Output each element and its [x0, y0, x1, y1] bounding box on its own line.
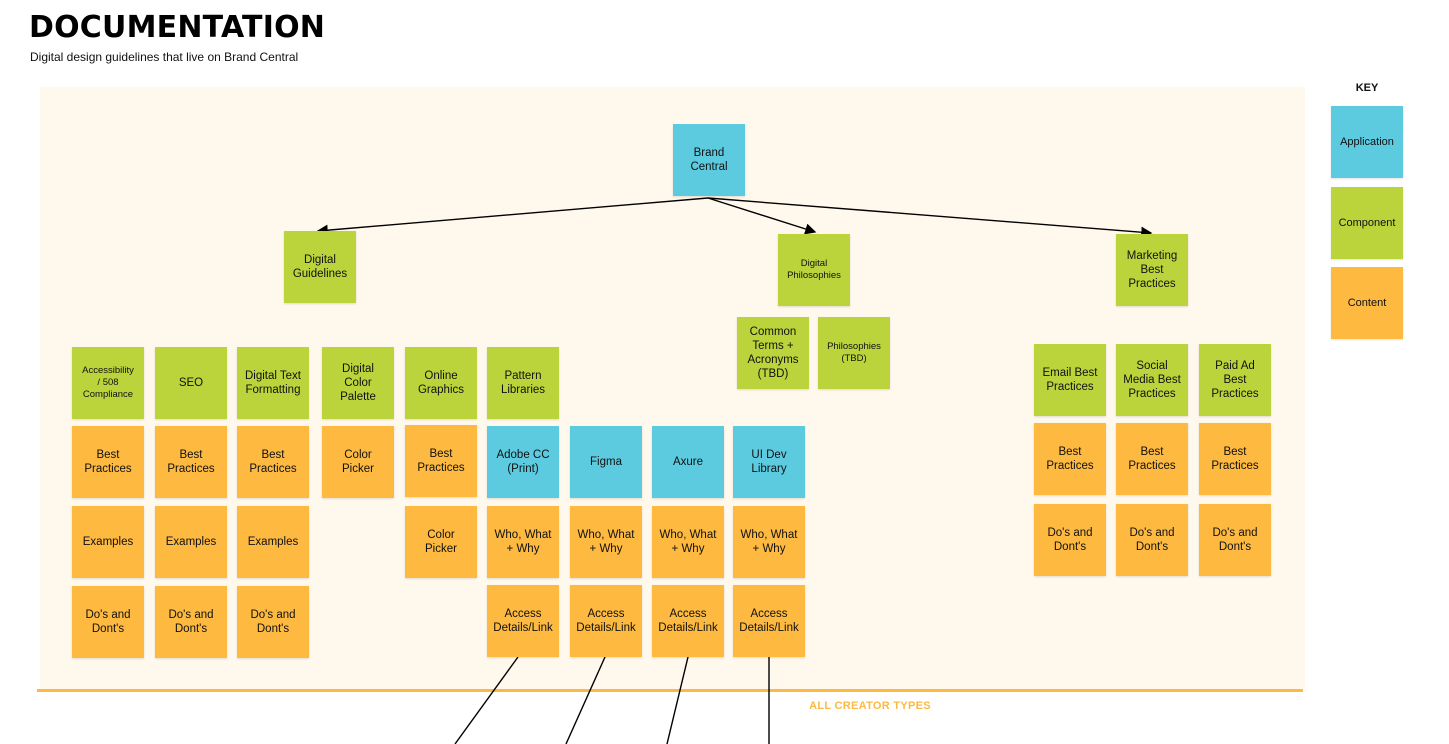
sticky-adobe-cc: Adobe CC(Print) — [487, 426, 559, 498]
sticky-seo: SEO — [155, 347, 227, 419]
sticky-seo-examples: Examples — [155, 506, 227, 578]
creator-types-label: ALL CREATOR TYPES — [809, 700, 931, 712]
sticky-philosophies-tbd: Philosophies(TBD) — [818, 317, 890, 389]
sticky-text-examples: Examples — [237, 506, 309, 578]
sticky-uidev-who-what-why: Who, What+ Why — [733, 506, 805, 578]
sticky-adobe-who-what-why: Who, What+ Why — [487, 506, 559, 578]
line-figma-access — [565, 656, 606, 744]
arrow-to-digital-philosophies — [707, 197, 817, 235]
key-component: Component — [1331, 187, 1403, 259]
sticky-axure: Axure — [652, 426, 724, 498]
creator-divider — [37, 689, 1303, 692]
page-title: DOCUMENTATION — [29, 10, 326, 45]
arrow-to-digital-guidelines — [316, 197, 709, 236]
key-application: Application — [1331, 106, 1403, 178]
key-content: Content — [1331, 267, 1403, 339]
key-title: KEY — [1355, 82, 1379, 94]
sticky-figma-who-what-why: Who, What+ Why — [570, 506, 642, 578]
line-axure-access — [666, 656, 689, 744]
sticky-axure-who-what-why: Who, What+ Why — [652, 506, 724, 578]
sticky-figma: Figma — [570, 426, 642, 498]
page-subtitle: Digital design guidelines that live on B… — [30, 50, 299, 64]
arrow-to-marketing — [707, 197, 1153, 238]
sticky-accessibility-examples: Examples — [72, 506, 144, 578]
line-adobe-access — [454, 656, 519, 744]
